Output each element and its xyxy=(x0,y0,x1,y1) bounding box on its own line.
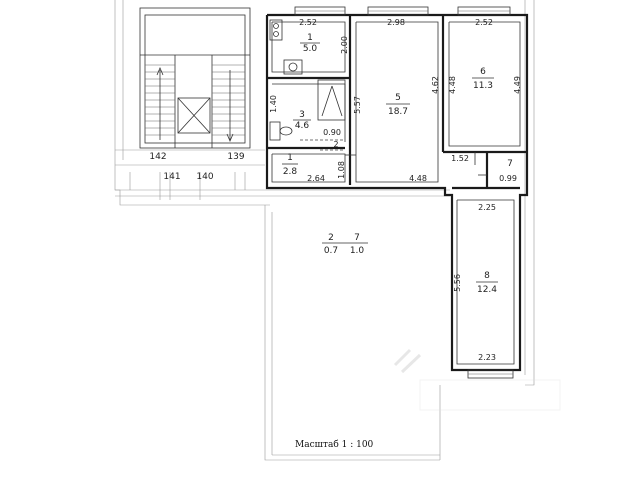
dimension-225: 2.25 xyxy=(478,203,496,212)
apartment-number-140: 140 xyxy=(196,172,213,182)
corridor-area-a: 0.7 xyxy=(324,246,338,256)
dimension-labels: 2.52 2.98 2.52 2.00 4.62 4.48 4.49 5.57 … xyxy=(269,18,522,362)
room-label-5: 5 18.7 xyxy=(386,93,410,117)
dimension-557: 5.57 xyxy=(353,96,362,114)
dimension-264: 2.64 xyxy=(307,174,325,183)
corridor-area-b: 1.0 xyxy=(350,246,365,256)
bathroom-fixtures xyxy=(269,19,346,151)
apartment-number-139: 139 xyxy=(227,152,244,162)
room-area: 5.0 xyxy=(303,44,318,54)
dimension-140: 1.40 xyxy=(269,95,278,113)
dimension-090: 0.90 xyxy=(323,128,341,137)
building-outline xyxy=(114,0,535,461)
dimension-556: 5.56 xyxy=(453,274,462,292)
apartment-numbers: 142 139 141 140 xyxy=(149,152,244,182)
door-marks xyxy=(345,152,487,176)
room-area: 2.8 xyxy=(283,167,298,177)
dimension-448-vertical: 4.48 xyxy=(448,76,457,94)
room-label-6: 6 11.3 xyxy=(472,67,494,91)
scale-label: Масштаб 1 : 100 xyxy=(295,440,374,450)
apartment-number-142: 142 xyxy=(149,152,166,162)
dimension-462: 4.62 xyxy=(431,76,440,94)
room-number: 3 xyxy=(299,110,305,120)
dimension-2: 2 xyxy=(333,140,338,149)
corridor-number-a: 2 xyxy=(328,233,334,243)
room-label-8: 8 12.4 xyxy=(476,271,498,295)
corridor-number-b: 7 xyxy=(354,233,360,243)
room-number: 8 xyxy=(484,271,490,281)
room-label-3: 3 4.6 xyxy=(293,110,311,131)
room-area: 12.4 xyxy=(477,285,497,295)
watermark-logo xyxy=(393,348,561,411)
room-number: 6 xyxy=(480,67,486,77)
room-label-4: 1 5.0 xyxy=(300,33,320,54)
dimension-448-horizontal: 4.48 xyxy=(409,174,427,183)
windows xyxy=(294,6,514,379)
stairwell xyxy=(129,7,251,200)
corridor-label: 2 7 0.7 1.0 xyxy=(322,233,368,256)
apartment-number-141: 141 xyxy=(163,172,180,182)
room-number: 1 xyxy=(287,153,293,163)
dimension-449: 4.49 xyxy=(513,76,522,94)
room-area: 18.7 xyxy=(388,107,408,117)
room-number: 5 xyxy=(395,93,401,103)
room-label-1: 1 2.8 xyxy=(282,153,298,177)
room-area: 4.6 xyxy=(295,121,310,131)
dimension-108: 1.08 xyxy=(337,161,346,179)
dimension-top-right: 2.52 xyxy=(475,18,493,27)
dimension-223: 2.23 xyxy=(478,353,496,362)
room-number: 1 xyxy=(307,33,313,43)
apartment-walls xyxy=(265,13,529,372)
room-label-7: 7 xyxy=(507,159,513,169)
dimension-200: 2.00 xyxy=(340,36,349,54)
dimension-152: 1.52 xyxy=(451,154,469,163)
dimension-top-left: 2.52 xyxy=(299,18,317,27)
room-area: 11.3 xyxy=(473,81,493,91)
room-number: 7 xyxy=(507,159,513,169)
dimension-099: 0.99 xyxy=(499,174,517,183)
dimension-top-middle: 2.98 xyxy=(387,18,405,27)
